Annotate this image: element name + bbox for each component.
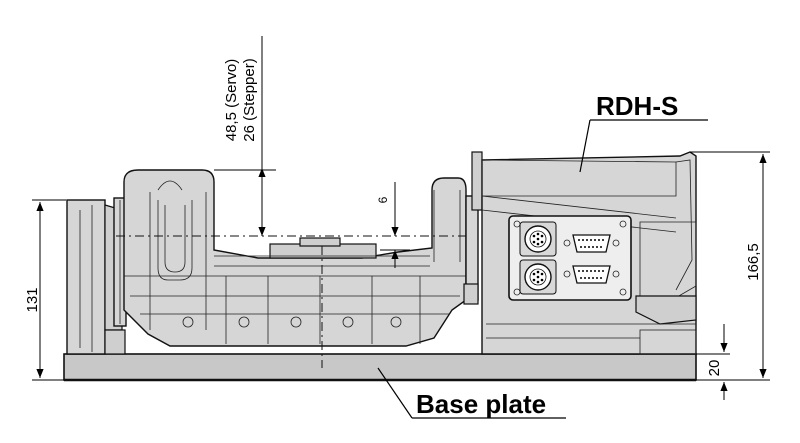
left-flange	[113, 197, 127, 327]
dimension-131-label: 131	[24, 287, 41, 312]
dimension-166-5-label: 166,5	[745, 243, 762, 281]
right-flange	[463, 151, 483, 305]
base-plate	[63, 353, 697, 382]
dimension-6	[380, 182, 410, 268]
dimension-166-5	[690, 151, 770, 381]
dimension-stepper-label: 26 (Stepper)	[241, 58, 258, 141]
dimension-6-label: 6	[376, 196, 390, 203]
dimension-131	[32, 199, 66, 381]
sub-d-connector-top	[563, 234, 620, 253]
base-plate-leader	[377, 367, 566, 419]
dimension-20	[696, 324, 730, 400]
base-plate-label: Base plate	[416, 389, 546, 419]
dimension-servo-label: 48,5 (Servo)	[223, 59, 240, 142]
dimension-servo-stepper	[214, 36, 276, 236]
rdh-s-label: RDH-S	[596, 91, 678, 121]
dimension-20-label: 20	[706, 360, 723, 377]
rdh-s-leader	[579, 119, 708, 173]
sub-d-connector-bottom	[563, 265, 620, 284]
connector-panel	[508, 215, 632, 301]
cradle	[123, 169, 467, 347]
